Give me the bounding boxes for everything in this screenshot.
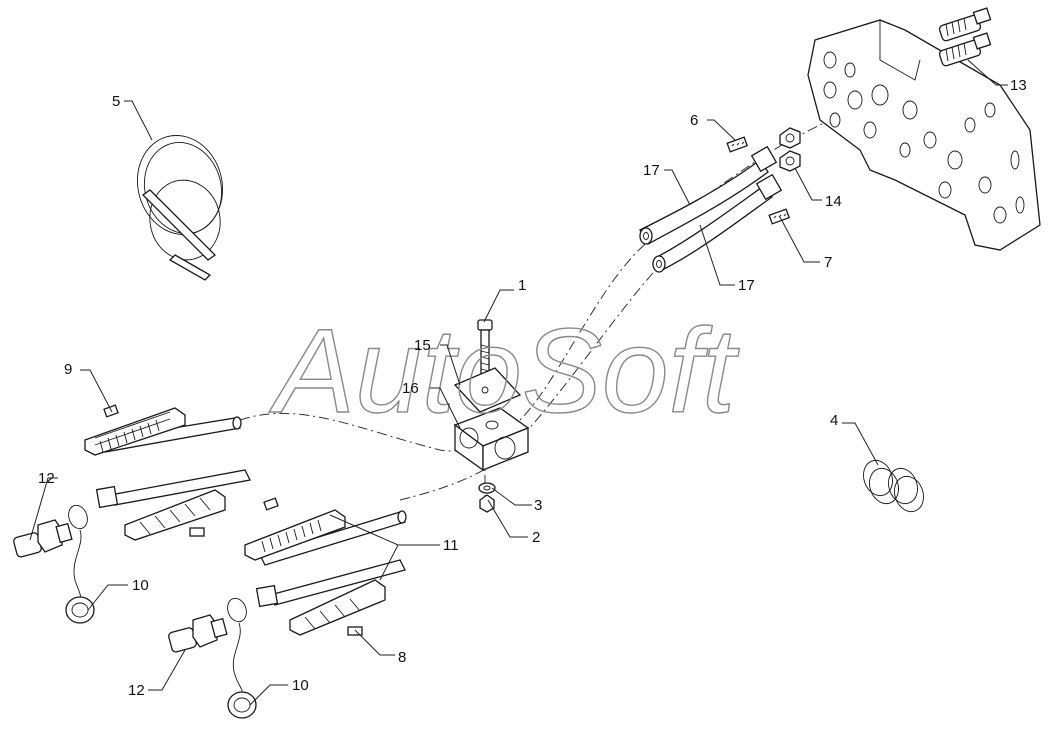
callout-labels: 1 2 3 4 5 6 7 8 9 10 10 11 12 12 13 14 1… bbox=[38, 77, 1027, 699]
callout-12-lower: 12 bbox=[128, 682, 145, 699]
clip-7 bbox=[768, 208, 791, 225]
nut-2 bbox=[479, 494, 495, 513]
callout-2: 2 bbox=[532, 529, 540, 546]
callout-3: 3 bbox=[534, 497, 542, 514]
snap-ring-4 bbox=[863, 459, 924, 513]
callout-17-upper: 17 bbox=[643, 162, 660, 179]
cable-tie-5 bbox=[136, 135, 224, 281]
coupling-12-upper bbox=[13, 519, 73, 558]
leader-lines bbox=[29, 59, 1008, 706]
callout-14: 14 bbox=[825, 193, 842, 210]
callout-11: 11 bbox=[443, 537, 459, 554]
cover-plate-15 bbox=[453, 367, 522, 413]
callout-8: 8 bbox=[398, 649, 406, 666]
hose-assembly-upper bbox=[84, 404, 251, 541]
dust-cap-10-upper bbox=[65, 504, 95, 624]
clamp-block-16 bbox=[453, 407, 530, 472]
callout-12-upper: 12 bbox=[38, 470, 55, 487]
coupling-12-lower bbox=[168, 614, 228, 653]
nut-14 bbox=[779, 127, 801, 172]
callout-13: 13 bbox=[1010, 77, 1027, 94]
callout-10-upper: 10 bbox=[132, 577, 149, 594]
callout-10-lower: 10 bbox=[292, 677, 309, 694]
callout-7: 7 bbox=[824, 254, 832, 271]
callout-9: 9 bbox=[64, 361, 72, 378]
callout-15: 15 bbox=[414, 337, 431, 354]
callout-5: 5 bbox=[112, 93, 120, 110]
hose-17 bbox=[639, 145, 783, 273]
callout-1: 1 bbox=[518, 277, 526, 294]
callout-4: 4 bbox=[830, 412, 838, 429]
mounting-plate bbox=[807, 19, 1041, 251]
clip-6 bbox=[726, 136, 749, 153]
watermark: AutoSoft bbox=[269, 304, 740, 438]
callout-17-lower: 17 bbox=[738, 277, 755, 294]
callout-16: 16 bbox=[402, 380, 419, 397]
washer-3 bbox=[478, 482, 496, 494]
hose-assembly-lower bbox=[244, 497, 407, 636]
fitting-13 bbox=[938, 7, 992, 67]
callout-6: 6 bbox=[690, 112, 698, 129]
dust-cap-10-lower bbox=[227, 597, 257, 719]
